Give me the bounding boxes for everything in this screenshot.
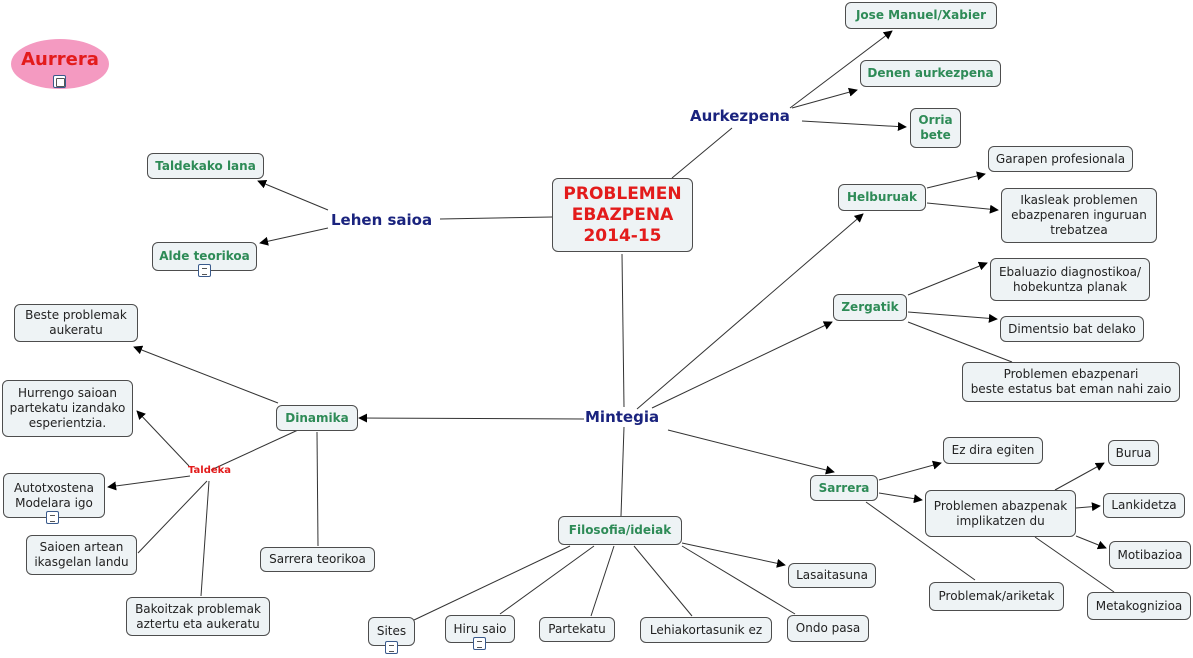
node-partekatu[interactable]: Partekatu <box>539 617 615 642</box>
node-jose-manuel-xabier[interactable]: Jose Manuel/Xabier <box>845 2 997 29</box>
node-garapen-profesionala[interactable]: Garapen profesionala <box>988 146 1133 172</box>
node-ebaluazio-diagnostikoa[interactable]: Ebaluazio diagnostikoa/ hobekuntza plana… <box>990 258 1150 301</box>
node-problemak-ariketak[interactable]: Problemak/ariketak <box>929 582 1064 611</box>
node-orria-bete[interactable]: Orria bete <box>910 108 961 148</box>
branch-lehen-saioa[interactable]: Lehen saioa <box>331 211 433 229</box>
node-taldekako-lana[interactable]: Taldekako lana <box>147 153 264 179</box>
node-dimentsio-bat-delako[interactable]: Dimentsio bat delako <box>1000 316 1144 342</box>
node-lehiakortasunik-ez[interactable]: Lehiakortasunik ez <box>640 617 772 643</box>
node-hurrengo-saioan[interactable]: Hurrengo saioan partekatu izandako esper… <box>2 380 133 437</box>
node-filosofia-ideiak[interactable]: Filosofia/ideiak <box>558 516 682 545</box>
node-lankidetza[interactable]: Lankidetza <box>1103 493 1185 518</box>
attachment-icon[interactable] <box>473 637 486 650</box>
node-saioen-artean[interactable]: Saioen artean ikasgelan landu <box>26 535 137 575</box>
node-burua[interactable]: Burua <box>1108 440 1159 466</box>
attachment-icon[interactable] <box>198 264 211 277</box>
attachment-icon[interactable] <box>385 641 398 654</box>
node-metakognizioa[interactable]: Metakognizioa <box>1087 592 1191 620</box>
node-beste-problemak-aukeratu[interactable]: Beste problemak aukeratu <box>14 304 138 342</box>
taldeka-label[interactable]: Taldeka <box>188 465 232 476</box>
node-implikatzen-du[interactable]: Problemen abazpenak implikatzen du <box>925 490 1076 537</box>
node-ikasleak-trebatzea[interactable]: Ikasleak problemen ebazpenaren inguruan … <box>1001 188 1157 243</box>
branch-mintegia[interactable]: Mintegia <box>585 408 660 426</box>
node-bakoitzak-problemak[interactable]: Bakoitzak problemak aztertu eta aukeratu <box>126 597 270 636</box>
map-link-icon[interactable] <box>53 75 66 88</box>
node-denen-aurkezpena[interactable]: Denen aurkezpena <box>860 60 1001 87</box>
node-motibazioa[interactable]: Motibazioa <box>1109 541 1191 569</box>
node-beste-estatus[interactable]: Problemen ebazpenari beste estatus bat e… <box>962 362 1180 402</box>
node-ez-dira-egiten[interactable]: Ez dira egiten <box>943 437 1043 464</box>
attachment-icon[interactable] <box>46 511 59 524</box>
node-zergatik[interactable]: Zergatik <box>833 294 907 321</box>
node-dinamika[interactable]: Dinamika <box>276 405 358 431</box>
node-autotxostena[interactable]: Autotxostena Modelara igo <box>3 473 105 518</box>
node-ondo-pasa[interactable]: Ondo pasa <box>787 615 869 642</box>
branch-aurkezpena[interactable]: Aurkezpena <box>690 107 790 125</box>
central-topic[interactable]: PROBLEMEN EBAZPENA 2014-15 <box>552 178 693 252</box>
node-sarrera[interactable]: Sarrera <box>810 475 878 501</box>
node-helburuak[interactable]: Helburuak <box>838 184 926 211</box>
aurrera-label: Aurrera <box>21 49 99 70</box>
node-sarrera-teorikoa[interactable]: Sarrera teorikoa <box>260 547 375 572</box>
node-lasaitasuna[interactable]: Lasaitasuna <box>788 563 876 588</box>
